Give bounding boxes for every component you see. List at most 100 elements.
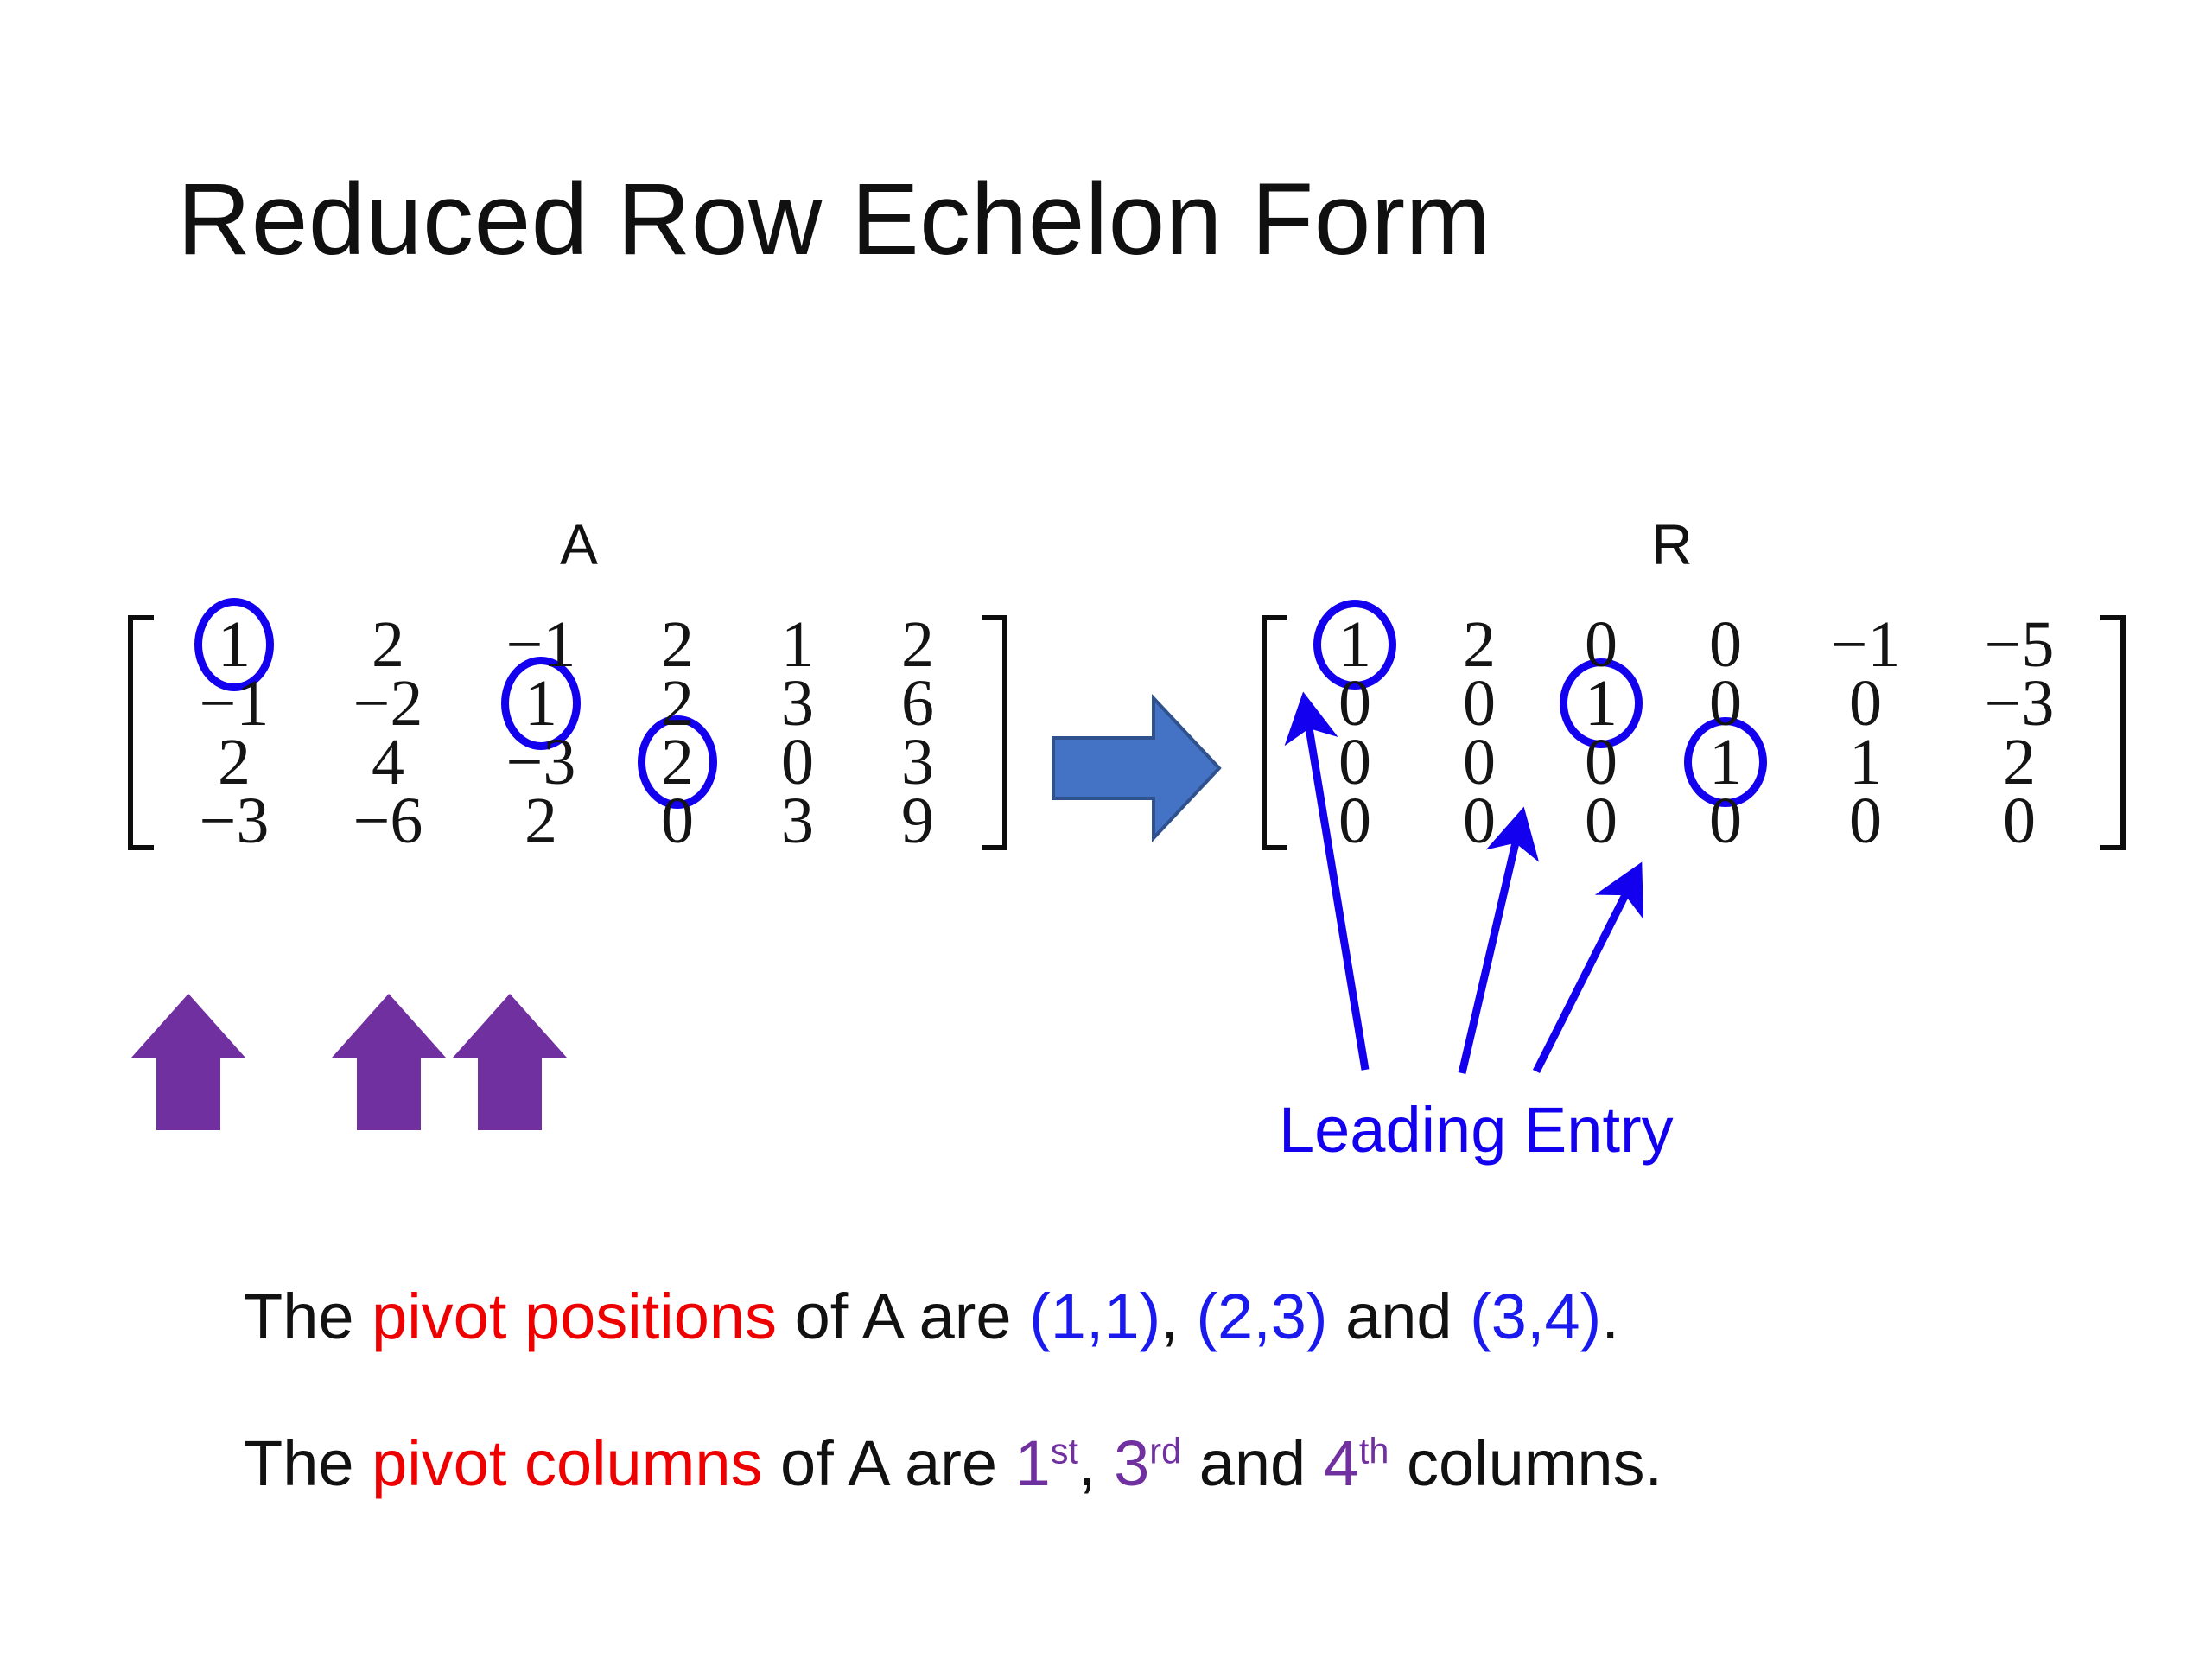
matrix-r-cell-r2-c1: 0 [1291,667,1419,740]
s1-position-1: (1,1) [1029,1281,1161,1352]
s1-end: . [1601,1281,1619,1352]
matrix-r-value: 1 [1709,726,1742,798]
matrix-a-cell-r1-c6: 2 [857,608,978,681]
s2-column-1: 1st [1014,1427,1078,1499]
matrix-r-value: 0 [1709,608,1742,681]
matrix-a-value: 0 [661,785,694,857]
matrix-a-value: 1 [218,608,251,681]
pivot-positions-sentence: The pivot positions of A are (1,1), (2,3… [244,1279,1619,1356]
matrix-r-value: −3 [1984,667,2055,740]
pivot-column-arrow-2 [332,994,446,1130]
matrix-r-cell-r3-c3: 0 [1540,729,1662,795]
matrix-a-value: −3 [505,726,576,798]
s2-end: columns. [1389,1427,1663,1499]
s2-column-3-suffix: th [1358,1430,1389,1471]
matrix-r-value: 2 [1463,608,1496,681]
leading-entry-arrow-2 [1458,806,1540,1075]
matrix-r-left-bracket [1262,615,1291,850]
matrix-r-right-bracket [2096,615,2126,850]
matrix-a-value: 1 [524,667,557,740]
matrix-r-cell-r1-c2: 2 [1419,608,1540,681]
s1-emph-pivot-positions: pivot positions [372,1281,778,1352]
matrix-r-cell-r2-c3: 1 [1540,667,1662,740]
matrix-a-cell-r4-c3: 2 [465,788,617,854]
matrix-a-value: 2 [661,667,694,740]
matrix-a-cell-r2-c3: 1 [465,667,617,740]
s1-position-3: (3,4) [1470,1281,1602,1352]
matrix-r-value: 0 [1338,667,1371,740]
matrix-a-cell-r4-c5: 3 [738,788,857,854]
matrix-a-cell-r4-c1: −3 [157,788,311,854]
matrix-a-label: A [559,512,599,576]
matrix-r-cell-r4-c1: 0 [1291,788,1419,854]
matrix-a-cell-r4-c6: 9 [857,788,978,854]
pivot-column-arrows-icon [131,994,567,1130]
matrix-a-right-bracket [978,615,1007,850]
matrix-a-value: 3 [901,726,934,798]
matrix-a-value: 3 [781,785,814,857]
matrix-r-value: 0 [1709,785,1742,857]
matrix-r-value: 0 [2003,785,2036,857]
matrix-a-cell-r1-c3: −1 [465,608,617,681]
s1-part2: of A are [777,1281,1030,1352]
matrix-a-cell-r3-c6: 3 [857,729,978,795]
matrix-a-value: 2 [901,608,934,681]
matrix-r-cell-r3-c5: 1 [1789,729,1942,795]
matrix-r-cell-r1-c1: 1 [1291,608,1419,681]
matrix-r-cell-r1-c6: −5 [1942,612,2096,677]
matrix-a-value: 2 [372,608,404,681]
matrix-r-value: 0 [1463,726,1496,798]
matrix-r-value: 0 [1849,667,1882,740]
matrix-r-value: −1 [1830,608,1901,681]
matrix-a-cell-r2-c4: 2 [617,667,738,740]
matrix-a-cell-r1-c4: 2 [617,608,738,681]
matrix-r-value: 1 [1338,608,1371,681]
matrix-r-cell-r3-c6: 2 [1942,729,2096,795]
leading-entry-label: Leading Entry [1279,1094,1674,1166]
s2-sep2: and [1181,1427,1324,1499]
matrix-r-cell-r4-c5: 0 [1789,788,1942,854]
matrix-r-label: R [1651,512,1693,576]
matrix-a-value: 3 [781,667,814,740]
s2-column-2: 3rd [1114,1427,1182,1499]
matrix-a-cell-r3-c4: 2 [617,729,738,795]
matrix-a-cell-r4-c2: −6 [311,788,465,854]
matrix-a-value: −1 [505,608,576,681]
matrix-r-cell-r2-c5: 0 [1789,667,1942,740]
matrix-a-value: 4 [372,726,404,798]
matrix-r-cell-r3-c4: 1 [1662,729,1789,795]
matrix-a-value: −2 [353,667,423,740]
s2-part1: The [244,1427,372,1499]
matrix-r-value: 0 [1338,785,1371,857]
matrix-a-value: 1 [781,608,814,681]
matrix-a-cell-r3-c1: 2 [157,729,311,795]
matrix-a-value: −3 [199,785,270,857]
matrix-r-cell-r2-c6: −3 [1942,667,2096,740]
matrix-r-cell-r1-c5: −1 [1789,608,1942,681]
matrix-a-value: 2 [661,608,694,681]
matrix-r-value: 1 [1585,667,1618,740]
matrix-a-cell-r1-c5: 1 [738,608,857,681]
matrix-r-cell-r3-c2: 0 [1419,729,1540,795]
matrix-a-cell-r2-c5: 3 [738,667,857,740]
s1-sep1: , [1160,1281,1197,1352]
s2-column-2-suffix: rd [1149,1430,1182,1471]
matrix-r-cell-r4-c3: 0 [1540,788,1662,854]
s2-column-3: 4th [1323,1427,1389,1499]
pivot-column-arrow-3 [453,994,567,1130]
matrix-a-value: 2 [218,726,251,798]
matrix-r-value: 0 [1585,726,1618,798]
matrix-r-value: 0 [1585,608,1618,681]
matrix-r-value: 0 [1849,785,1882,857]
matrix-a-left-bracket [128,615,157,850]
matrix-r-cell-r2-c4: 0 [1662,671,1789,736]
s1-sep2: and [1327,1281,1471,1352]
leading-entry-arrow-1 [1284,691,1370,1071]
matrix-r-cell-r4-c6: 0 [1942,788,2096,854]
leading-entry-arrows-icon [1284,691,1644,1075]
matrix-r-value: 0 [1585,785,1618,857]
matrix-r-cell-r4-c4: 0 [1662,788,1789,854]
